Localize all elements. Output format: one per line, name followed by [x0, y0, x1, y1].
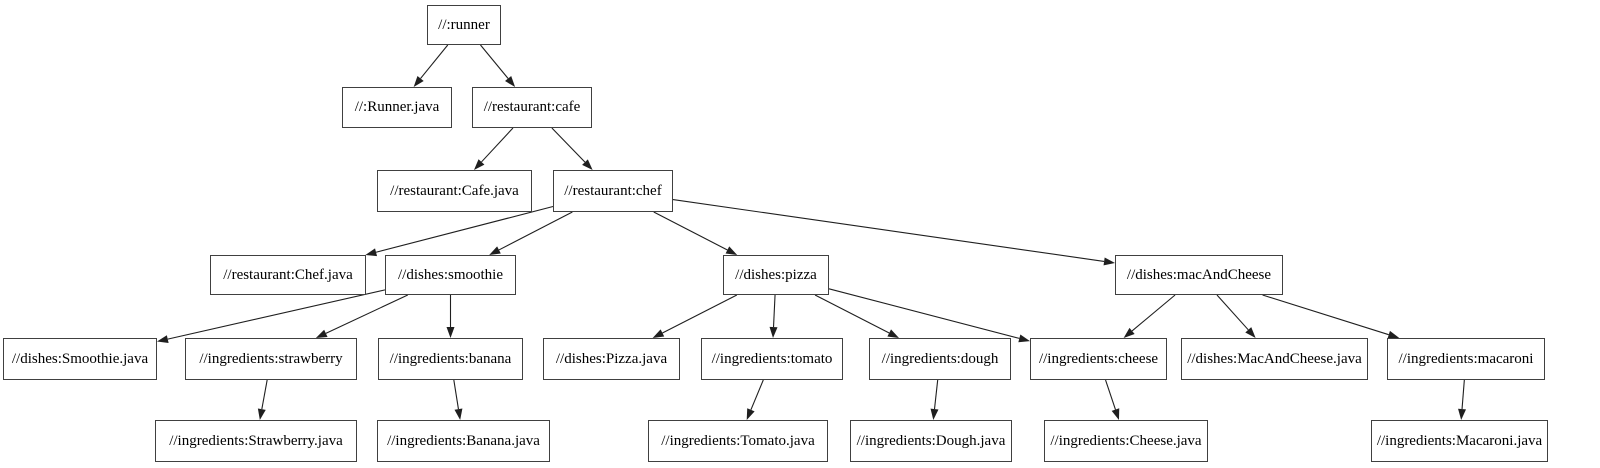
- arrowhead-icon: [1245, 327, 1256, 338]
- edge-pizza-to-tomato: [772, 294, 776, 328]
- arrowhead-icon: [769, 326, 778, 338]
- node-label: //:runner: [438, 16, 490, 33]
- arrowhead-icon: [454, 408, 463, 420]
- node-label: //restaurant:cafe: [483, 99, 581, 115]
- node-label: //ingredients:cheese: [1038, 350, 1159, 367]
- edge-pizza-to-cheese: [828, 288, 1020, 339]
- node-label: //ingredients:banana: [389, 350, 512, 367]
- arrowhead-icon: [505, 75, 516, 87]
- graph-node-strawberry-java: //ingredients:Strawberry.java: [155, 420, 357, 462]
- edge-chef-to-mac-and-cheese: [672, 199, 1105, 262]
- graph-node-tomato: //ingredients:tomato: [701, 338, 843, 380]
- arrowhead-icon: [582, 159, 593, 170]
- arrowhead-icon: [746, 408, 755, 420]
- arrowhead-icon: [365, 248, 378, 257]
- edge-runner-to-cafe: [480, 44, 509, 79]
- node-label: //dishes:pizza: [735, 266, 817, 283]
- graph-node-pizza-java: //dishes:Pizza.java: [543, 338, 680, 380]
- edge-tomato-to-tomato-java: [750, 379, 764, 411]
- graph-node-banana-java: //ingredients:Banana.java: [377, 420, 550, 462]
- arrowhead-icon: [1111, 408, 1120, 420]
- edge-chef-to-pizza: [653, 211, 728, 251]
- edge-runner-to-runner-java: [420, 44, 449, 79]
- node-label: //ingredients:macaroni: [1398, 350, 1534, 367]
- node-label: //dishes:MacAndCheese.java: [1187, 350, 1362, 367]
- graph-node-macaroni: //ingredients:macaroni: [1387, 338, 1545, 380]
- edge-smoothie-to-strawberry: [325, 294, 408, 334]
- graph-node-cheese: //ingredients:cheese: [1030, 338, 1167, 380]
- node-label: //dishes:Smoothie.java: [11, 350, 149, 367]
- arrowhead-icon: [257, 408, 266, 420]
- arrowhead-icon: [489, 246, 501, 255]
- edge-macaroni-to-macaroni-java: [1461, 379, 1465, 410]
- graph-node-mac-and-cheese-java: //dishes:MacAndCheese.java: [1181, 338, 1368, 380]
- edge-mac-and-cheese-to-mac-and-cheese-java: [1216, 294, 1249, 331]
- edge-pizza-to-dough: [814, 294, 890, 334]
- node-label: //restaurant:Chef.java: [223, 266, 353, 283]
- node-label: //ingredients:Banana.java: [387, 432, 540, 449]
- edge-mac-and-cheese-to-macaroni: [1262, 294, 1389, 336]
- edge-dough-to-dough-java: [933, 379, 939, 410]
- arrowhead-icon: [1458, 408, 1467, 420]
- edge-chef-to-chef-java: [375, 205, 554, 253]
- graph-node-cafe-java: //restaurant:Cafe.java: [377, 170, 532, 212]
- arrowhead-icon: [1387, 330, 1400, 339]
- arrowhead-icon: [473, 159, 485, 170]
- arrowhead-icon: [930, 408, 939, 420]
- graph-node-pizza: //dishes:pizza: [723, 255, 829, 295]
- graph-node-dough-java: //ingredients:Dough.java: [850, 420, 1012, 462]
- node-label: //ingredients:Tomato.java: [661, 432, 815, 449]
- graph-node-smoothie-java: //dishes:Smoothie.java: [3, 338, 157, 380]
- graph-node-dough: //ingredients:dough: [869, 338, 1011, 380]
- node-label: //ingredients:Strawberry.java: [169, 432, 343, 449]
- node-label: //ingredients:Dough.java: [856, 432, 1006, 449]
- node-label: //dishes:smoothie: [398, 266, 503, 283]
- edge-smoothie-to-smoothie-java: [167, 289, 386, 340]
- graph-node-runner: //:runner: [427, 5, 501, 45]
- edge-pizza-to-pizza-java: [662, 294, 738, 334]
- arrowhead-icon: [725, 246, 738, 255]
- edge-chef-to-smoothie: [498, 211, 573, 251]
- graph-node-smoothie: //dishes:smoothie: [385, 255, 516, 295]
- arrowhead-icon: [315, 329, 328, 338]
- arrowhead-icon: [157, 335, 169, 344]
- edge-mac-and-cheese-to-cheese: [1131, 294, 1176, 332]
- graph-node-cafe: //restaurant:cafe: [472, 87, 592, 128]
- graph-node-chef: //restaurant:chef: [553, 170, 673, 212]
- node-label: //ingredients:Cheese.java: [1050, 432, 1202, 449]
- node-label: //restaurant:Cafe.java: [390, 182, 519, 199]
- arrowhead-icon: [887, 329, 899, 338]
- edge-cheese-to-cheese-java: [1105, 379, 1116, 410]
- node-label: //ingredients:Macaroni.java: [1376, 432, 1543, 449]
- arrowhead-icon: [652, 329, 665, 338]
- node-label: //ingredients:tomato: [711, 350, 833, 367]
- graph-node-banana: //ingredients:banana: [378, 338, 523, 380]
- node-label: //ingredients:dough: [881, 350, 999, 367]
- node-label: //dishes:Pizza.java: [555, 350, 668, 367]
- arrowhead-icon: [1123, 327, 1135, 338]
- graph-node-mac-and-cheese: //dishes:macAndCheese: [1115, 255, 1283, 295]
- edge-cafe-to-chef: [551, 127, 586, 163]
- node-label: //dishes:macAndCheese: [1126, 266, 1272, 283]
- arrowhead-icon: [413, 75, 424, 87]
- node-label: //restaurant:chef: [564, 182, 662, 199]
- node-label: //:Runner.java: [354, 99, 440, 115]
- edge-cafe-to-cafe-java: [481, 127, 514, 163]
- arrowhead-icon: [1018, 334, 1030, 343]
- graph-node-strawberry: //ingredients:strawberry: [185, 338, 357, 380]
- arrowhead-icon: [446, 327, 455, 338]
- edge-strawberry-to-strawberry-java: [261, 379, 268, 410]
- node-label: //ingredients:strawberry: [199, 350, 343, 367]
- graph-node-runner-java: //:Runner.java: [342, 87, 452, 128]
- graph-node-macaroni-java: //ingredients:Macaroni.java: [1371, 420, 1548, 462]
- graph-node-cheese-java: //ingredients:Cheese.java: [1044, 420, 1208, 462]
- graph-node-tomato-java: //ingredients:Tomato.java: [648, 420, 828, 462]
- graph-node-chef-java: //restaurant:Chef.java: [210, 255, 366, 295]
- arrowhead-icon: [1103, 257, 1115, 266]
- edge-banana-to-banana-java: [453, 379, 459, 410]
